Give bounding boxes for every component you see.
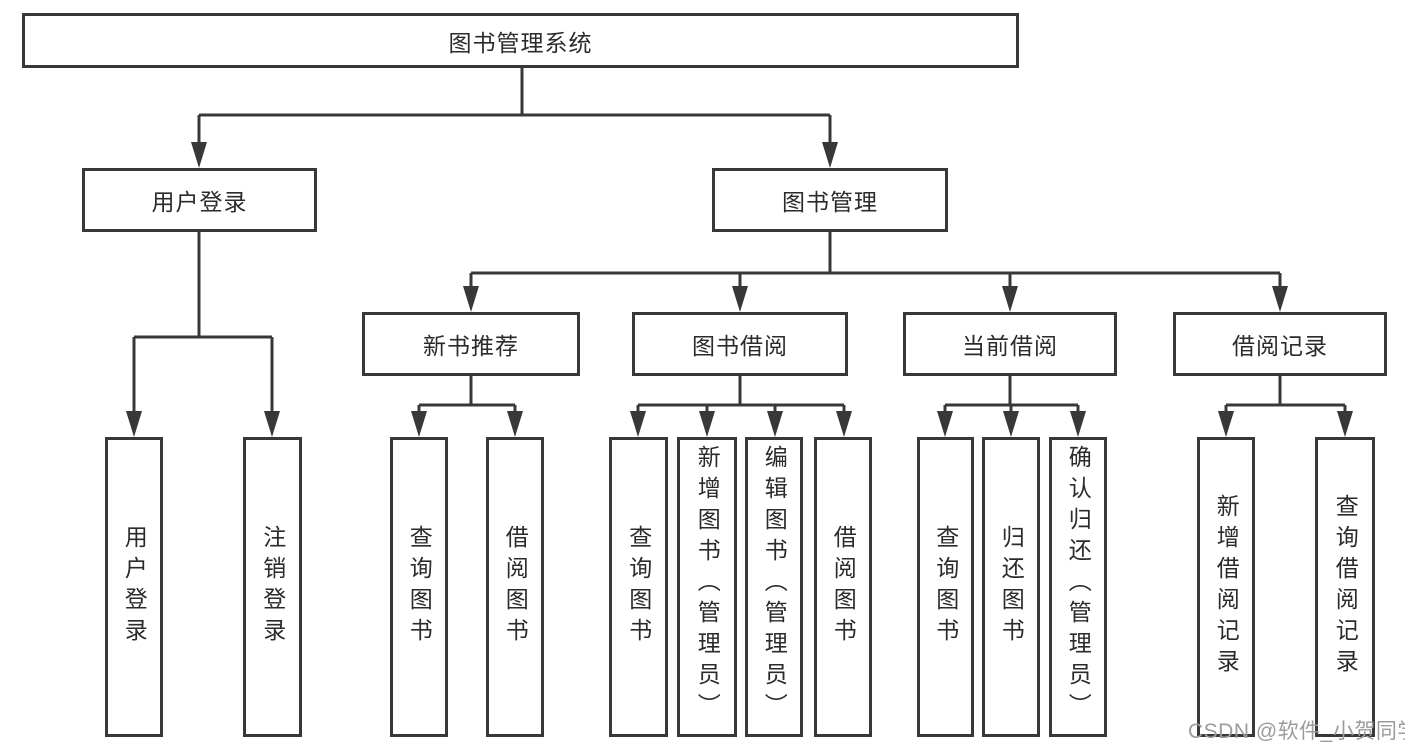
leaf-borrow-books: 借阅图书	[814, 437, 872, 737]
node-borrow-records: 借阅记录	[1173, 312, 1387, 376]
leaf-logout-label: 注销登录	[259, 525, 286, 649]
leaf-logout: 注销登录	[243, 437, 302, 737]
leaf-add-borrow-record-label: 新增借阅记录	[1213, 494, 1240, 680]
leaf-edit-books-admin-label: 编辑图书（管理员）	[761, 445, 788, 724]
leaf-confirm-return-admin: 确认归还（管理员）	[1049, 437, 1107, 737]
node-current-borrow: 当前借阅	[903, 312, 1117, 376]
leaf-confirm-return-admin-label: 确认归还（管理员）	[1065, 445, 1092, 724]
leaf-current-query-books: 查询图书	[917, 437, 974, 737]
leaf-add-borrow-record: 新增借阅记录	[1197, 437, 1255, 737]
leaf-query-borrow-record: 查询借阅记录	[1315, 437, 1375, 737]
csdn-watermark: CSDN @软件_小贺同学	[1188, 720, 1405, 743]
node-user-login: 用户登录	[82, 168, 317, 232]
leaf-current-query-books-label: 查询图书	[932, 525, 959, 649]
leaf-recommend-borrow-books: 借阅图书	[486, 437, 544, 737]
leaf-return-books-label: 归还图书	[998, 525, 1025, 649]
leaf-borrow-query-books-label: 查询图书	[625, 525, 652, 649]
leaf-add-books-admin-label: 新增图书（管理员）	[694, 445, 721, 724]
node-root: 图书管理系统	[22, 13, 1019, 68]
node-new-book-recommend: 新书推荐	[362, 312, 580, 376]
leaf-user-login-label: 用户登录	[121, 525, 148, 649]
leaf-query-borrow-record-label: 查询借阅记录	[1332, 494, 1359, 680]
leaf-recommend-query-books-label: 查询图书	[406, 525, 433, 649]
node-book-borrow: 图书借阅	[632, 312, 848, 376]
leaf-return-books: 归还图书	[982, 437, 1040, 737]
leaf-borrow-query-books: 查询图书	[609, 437, 668, 737]
leaf-recommend-borrow-books-label: 借阅图书	[502, 525, 529, 649]
leaf-add-books-admin: 新增图书（管理员）	[677, 437, 737, 737]
leaf-edit-books-admin: 编辑图书（管理员）	[745, 437, 803, 737]
leaf-user-login: 用户登录	[105, 437, 163, 737]
leaf-recommend-query-books: 查询图书	[390, 437, 448, 737]
node-book-management: 图书管理	[712, 168, 948, 232]
leaf-borrow-books-label: 借阅图书	[830, 525, 857, 649]
